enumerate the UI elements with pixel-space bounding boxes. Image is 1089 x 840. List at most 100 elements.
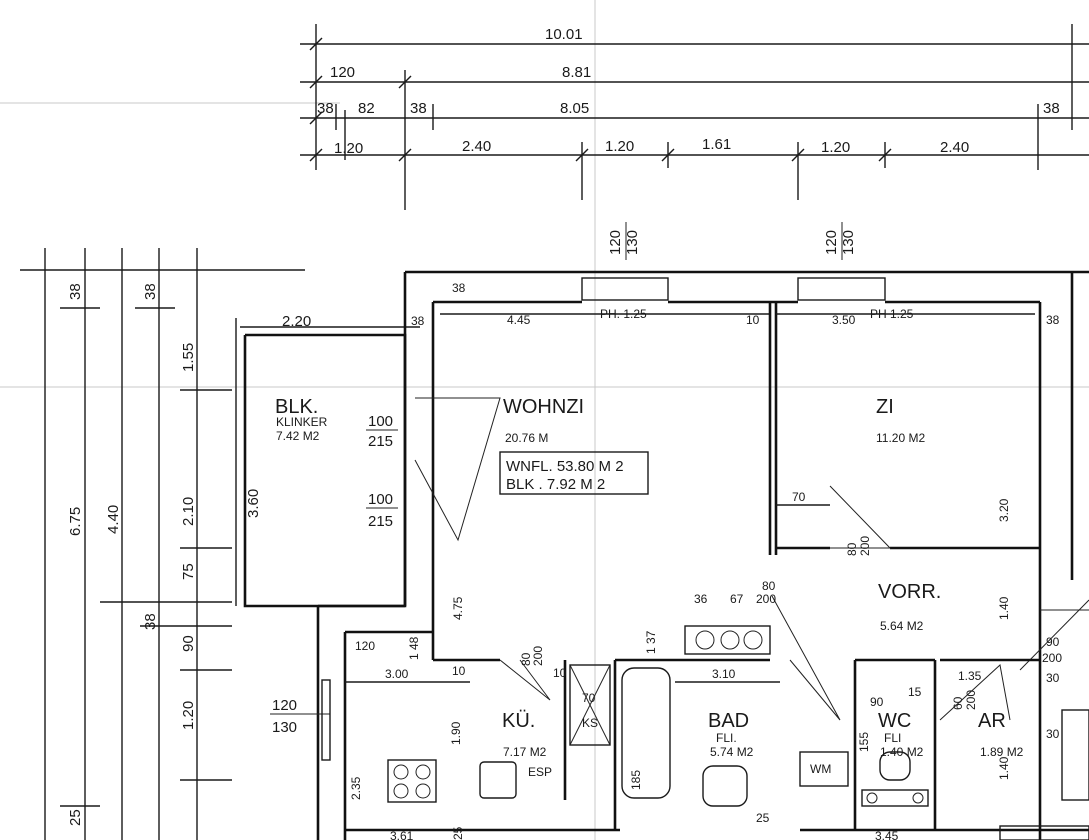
kitchen-3-61: 3.61: [390, 829, 414, 840]
dim-38-a: 38: [67, 283, 84, 300]
left-dimension-chains: 38 38 6.75 4.40 1.55 2.10 75 38 90 1.20 …: [20, 248, 305, 840]
dim-75: 75: [180, 563, 197, 580]
storage-1-35: 1.35: [958, 669, 982, 683]
next-unit-partial: 3.45: [800, 825, 1089, 840]
bedroom-70: 70: [792, 490, 806, 504]
living-area: 20.76 M: [505, 431, 548, 445]
storage-room: 1.35 60 200 AR 1.89 M2 1.40 30 30: [939, 658, 1089, 801]
wall-38-top: 38: [452, 281, 466, 295]
kitchen-10: 10: [452, 664, 466, 678]
bedroom-door-width: 80: [845, 542, 859, 556]
bath-36: 36: [694, 592, 708, 606]
window-1-width: 120: [607, 230, 624, 255]
dim-38-c: 38: [142, 613, 159, 630]
kitchen-area: 7.17 M2: [503, 745, 547, 759]
washing-machine: WM: [810, 762, 831, 776]
bath-name: BAD: [708, 710, 749, 732]
dim-row4-1: 1.20: [334, 140, 363, 157]
living-width: 4.45: [507, 313, 531, 327]
balcony-area: 7.42 M2: [276, 429, 320, 443]
dim-90: 90: [180, 635, 197, 652]
storage-name: AR: [978, 710, 1006, 732]
dim-total-width: 10.01: [545, 26, 583, 43]
bedroom-3-20: 3.20: [997, 498, 1011, 522]
dim-38-b: 38: [142, 283, 159, 300]
storage-1-40: 1.40: [997, 756, 1011, 780]
bedroom-width: 3.50: [832, 313, 856, 327]
shaft-10: 10: [553, 666, 567, 680]
hall: VORR. 5.64 M2 1.40 80 200 90 200: [756, 579, 1089, 721]
dim-row2-main: 8.81: [562, 64, 591, 81]
next-unit-3-45: 3.45: [875, 829, 899, 840]
dim-1-55: 1.55: [180, 343, 197, 372]
dim-balcony-depth: 3.60: [245, 489, 262, 518]
living-4-75: 4.75: [451, 596, 465, 620]
dim-total-depth: 6.75: [67, 507, 84, 536]
bath-25: 25: [756, 811, 770, 825]
kitchen-door-height: 200: [531, 646, 545, 666]
balcony-door-2-height: 215: [368, 513, 393, 530]
balcony: 2.20 BLK. KLINKER 7.42 M2: [240, 313, 420, 608]
kitchen-window-width: 120: [272, 697, 297, 714]
wc: WC FLI 1.40 M2 90 15 155: [855, 658, 937, 830]
dim-1-20: 1.20: [180, 701, 197, 730]
summary-balcony-area: BLK . 7.92 M 2: [506, 476, 605, 493]
wc-155: 155: [857, 732, 871, 752]
living-name: WOHNZI: [503, 396, 584, 418]
kitchen-esp: ESP: [528, 765, 552, 779]
hall-area: 5.64 M2: [880, 619, 924, 633]
balcony-name: BLK.: [275, 396, 318, 418]
storage-door-height: 200: [964, 690, 978, 710]
bath-185: 185: [629, 770, 643, 790]
shaft-70: 70: [582, 691, 596, 705]
living-ph: PH. 1.25: [600, 307, 647, 321]
wall-38-left: 38: [411, 314, 425, 328]
kitchen-2-35: 2.35: [349, 776, 363, 800]
summary-living-area: WNFL. 53.80 M 2: [506, 458, 624, 475]
bedroom-door-height: 200: [858, 536, 872, 556]
storage-30: 30: [1046, 671, 1060, 685]
bedroom-area: 11.20 M2: [876, 431, 925, 445]
kitchen-name: KÜ.: [502, 710, 535, 732]
window-2-width: 120: [823, 230, 840, 255]
kitchen-width: 3.00: [385, 667, 409, 681]
dim-row3-c: 38: [410, 100, 427, 117]
balcony-material: KLINKER: [276, 415, 328, 429]
storage-30b: 30: [1046, 727, 1060, 741]
storage-area: 1.89 M2: [980, 745, 1024, 759]
kitchen-window-height: 130: [272, 719, 297, 736]
hall-1-40: 1.40: [997, 596, 1011, 620]
bath-width: 3.10: [712, 667, 736, 681]
bath-finish: FLI.: [716, 731, 737, 745]
hall-door-top-width: 80: [762, 579, 776, 593]
bath-137: 1 37: [644, 630, 658, 654]
wc-90: 90: [870, 695, 884, 709]
dim-row4-4: 1.61: [702, 136, 731, 153]
window-1-height: 130: [624, 230, 641, 255]
bedroom-name: ZI: [876, 396, 894, 418]
bathroom: 10 70 KS 185 3.10 BAD FLI. 5.74 M2 WM 36…: [553, 592, 857, 830]
wc-15: 15: [908, 685, 922, 699]
kitchen-120: 120: [355, 639, 375, 653]
entry-door-height: 200: [1042, 651, 1062, 665]
balcony-width: 2.20: [282, 313, 311, 330]
kitchen-1-90: 1.90: [449, 721, 463, 745]
dim-row3-b: 82: [358, 100, 375, 117]
living-10: 10: [746, 313, 760, 327]
dim-2-10: 2.10: [180, 497, 197, 526]
kitchen-25: 25: [451, 826, 465, 840]
bath-area: 5.74 M2: [710, 745, 754, 759]
dim-row4-2: 2.40: [462, 138, 491, 155]
dim-25: 25: [67, 809, 84, 826]
hall-door-top-height: 200: [756, 592, 776, 606]
dim-inner-depth: 4.40: [105, 505, 122, 534]
top-dimension-chains: 10.01 120 8.81 38 82 38 8.05 38 1.20 2.4…: [300, 24, 1089, 260]
dim-row3-a: 38: [317, 100, 334, 117]
balcony-door-1-height: 215: [368, 433, 393, 450]
kitchen: 120 1 48 3.00 10 KÜ. 7.17 M2 1.90 120 13…: [270, 636, 620, 840]
balcony-door-1-width: 100: [368, 413, 393, 430]
window-2-height: 130: [840, 230, 857, 255]
outer-walls: 38 38 38: [316, 270, 1089, 840]
balcony-door-2-width: 100: [368, 491, 393, 508]
